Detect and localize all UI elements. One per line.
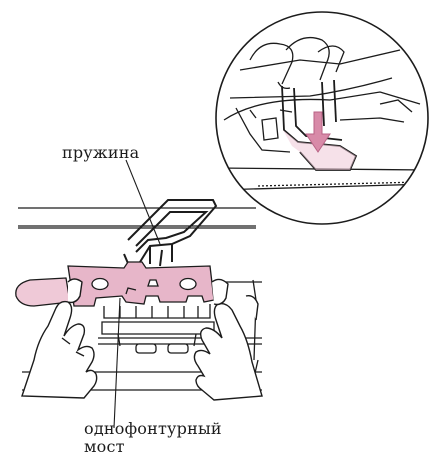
bridge-label-line1: однофонтурный — [84, 420, 222, 438]
spring-wire — [124, 200, 216, 268]
bridge-label: однофонтурный мост — [84, 420, 222, 456]
spring-leader — [126, 160, 160, 244]
detail-magnifier — [216, 12, 429, 224]
spring-label: пружина — [62, 144, 139, 162]
bridge-label-line2: мост — [84, 438, 222, 456]
